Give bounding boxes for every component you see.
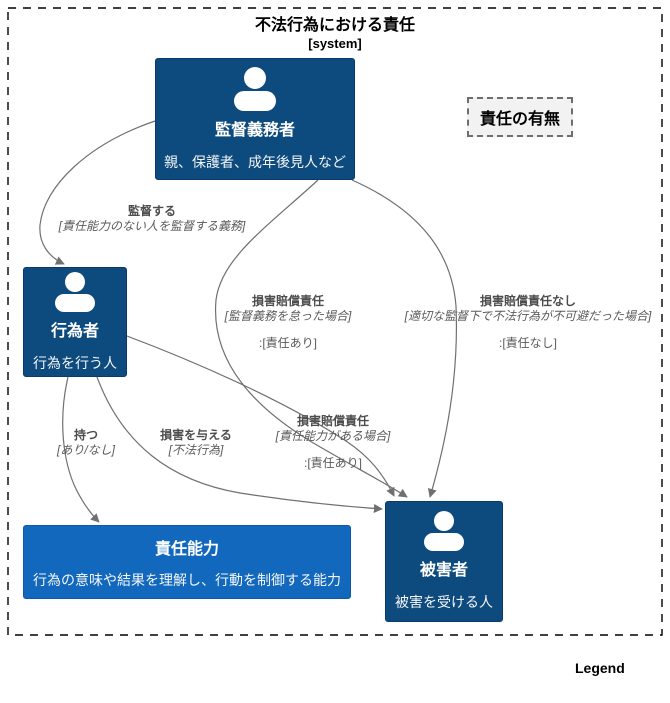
note-liability-presence: 責任の有無 [467, 97, 573, 137]
edge-result: :[責任あり] [258, 335, 318, 350]
node-desc: 行為の意味や結果を理解し、行動を制御する能力 [33, 571, 341, 588]
edge-detail: [責任能力がある場合] [275, 429, 391, 444]
edge-detail: [不法行為] [168, 443, 224, 458]
edge-name: 損害賠償責任 [296, 414, 370, 428]
edge-name: 持つ [73, 428, 99, 442]
node-title: 行為者 [50, 322, 99, 340]
node-title: 被害者 [419, 562, 468, 579]
edge-label-liability-actor: 損害賠償責任 [責任能力がある場合] :[責任あり] [276, 414, 391, 471]
node-desc: 行為を行う人 [33, 354, 117, 371]
node-supervisor: 監督義務者 親、保護者、成年後見人など [155, 58, 355, 180]
edge-has-capacity [62, 376, 100, 523]
edge-name: 損害賠償責任 [251, 294, 325, 308]
note-label: 責任の有無 [479, 111, 560, 128]
person-icon [55, 271, 95, 312]
node-actor: 行為者 行為を行う人 [23, 267, 127, 377]
node-desc: 親、保護者、成年後見人など [164, 153, 346, 170]
edge-cause-damage [96, 376, 383, 513]
diagram-subtitle-text: [system] [308, 36, 362, 51]
node-capacity: 責任能力 行為の意味や結果を理解し、行動を制御する能力 [23, 525, 351, 599]
edge-detail: [あり/なし] [56, 443, 116, 458]
edge-name: 損害を与える [160, 428, 232, 442]
edge-supervise [39, 120, 156, 265]
node-desc: 被害を受ける人 [395, 594, 493, 610]
edge-name: 監督する [127, 204, 177, 218]
edge-name: 損害賠償責任なし [479, 294, 577, 308]
edge-detail: [適切な監督下で不法行為が不可避だった場合] [404, 309, 652, 324]
edge-detail: [監督義務を怠った場合] [224, 309, 352, 324]
edge-liability-supervisor [214, 179, 408, 498]
edge-no-liability-supervisor [351, 179, 458, 498]
edge-detail: [責任能力のない人を監督する義務] [58, 219, 246, 234]
person-icon [424, 511, 464, 551]
edge-label-supervise: 監督する [責任能力のない人を監督する義務] [59, 204, 246, 235]
edge-label-liability-supervisor: 損害賠償責任 [監督義務を怠った場合] :[責任あり] [225, 294, 352, 351]
node-victim: 被害者 被害を受ける人 [385, 501, 503, 622]
node-title: 責任能力 [154, 540, 219, 558]
diagram-title: 不法行為における責任 [system] [0, 11, 670, 51]
person-icon [234, 66, 276, 111]
system-boundary [7, 7, 663, 636]
edge-label-no-liability-supervisor: 損害賠償責任なし [適切な監督下で不法行為が不可避だった場合] :[責任なし] [405, 294, 652, 351]
node-title: 監督義務者 [214, 121, 295, 139]
diagram-title-text: 不法行為における責任 [254, 17, 415, 34]
edge-liability-actor [126, 335, 395, 497]
edge-label-has-capacity: 持つ [あり/なし] [57, 428, 115, 459]
legend-label: Legend [575, 660, 625, 676]
edge-label-cause-damage: 損害を与える [不法行為] [160, 428, 232, 459]
edge-result: :[責任なし] [498, 335, 558, 350]
edge-result: :[責任あり] [303, 455, 363, 470]
